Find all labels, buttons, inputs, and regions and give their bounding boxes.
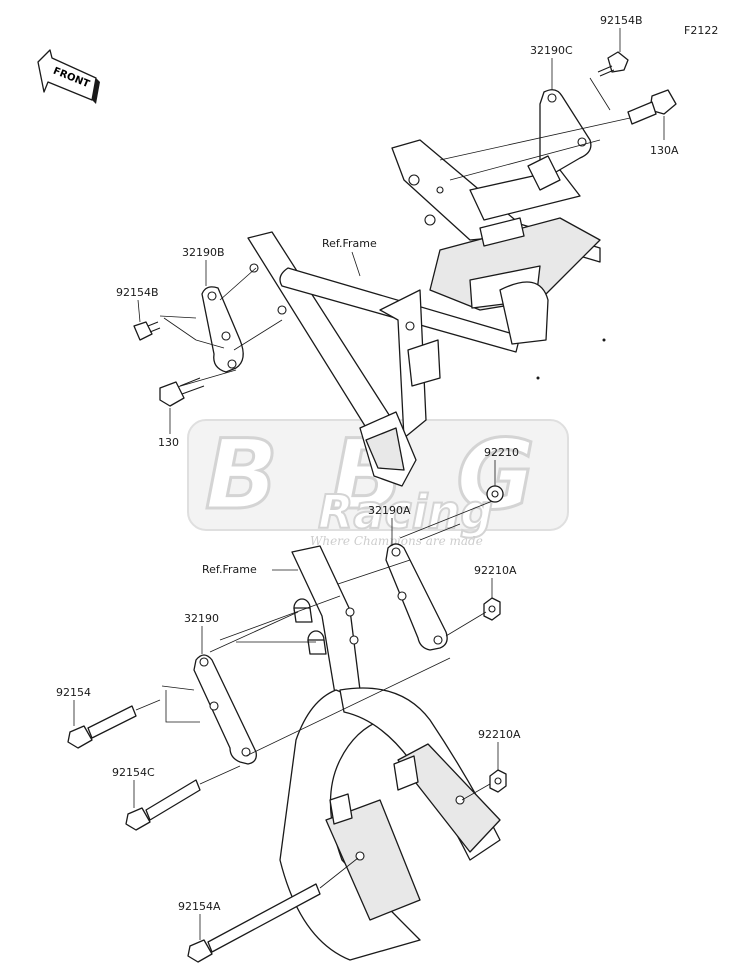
nut-92210A-mid <box>483 597 501 621</box>
figure-code: F2122 <box>684 24 718 37</box>
label-32190C: 32190C <box>530 44 573 57</box>
label-92210A-low: 92210A <box>478 728 521 741</box>
watermark-logo: BBG Racing Where Champions are made <box>187 418 569 548</box>
bolt-130A <box>627 89 677 125</box>
label-92154A: 92154A <box>178 900 221 913</box>
bracket-32190 <box>193 654 257 765</box>
bracket-32190B <box>201 286 244 373</box>
collar-upper <box>293 598 313 623</box>
label-92154C: 92154C <box>112 766 155 779</box>
nut-92210 <box>486 485 504 503</box>
nut-92210A-low <box>489 769 507 793</box>
bolt-92154B-left <box>133 321 161 341</box>
label-92154: 92154 <box>56 686 91 699</box>
label-130: 130 <box>158 436 179 449</box>
bolt-92154B-top <box>597 51 629 77</box>
label-92210: 92210 <box>484 446 519 459</box>
label-130A: 130A <box>650 144 679 157</box>
label-32190A: 32190A <box>368 504 411 517</box>
bolt-92154C <box>125 779 201 831</box>
label-ref-frame-upper: Ref.Frame <box>322 237 377 250</box>
bolt-92154A <box>187 883 321 963</box>
bracket-32190A <box>385 543 448 651</box>
bracket-32190C <box>527 89 592 191</box>
label-32190B: 32190B <box>182 246 225 259</box>
bolt-130 <box>159 377 205 407</box>
label-92154B-left: 92154B <box>116 286 159 299</box>
label-32190: 32190 <box>184 612 219 625</box>
bolt-92154 <box>67 705 137 749</box>
watermark-tagline: Where Champions are made <box>310 534 483 548</box>
label-ref-frame-lower: Ref.Frame <box>202 563 257 576</box>
front-arrow-icon: FRONT <box>37 49 100 104</box>
collar-lower <box>307 630 327 655</box>
label-92210A-mid: 92210A <box>474 564 517 577</box>
watermark-sub: Racing <box>318 485 493 539</box>
label-92154B-top: 92154B <box>600 14 643 27</box>
upper-frame <box>247 139 601 487</box>
part-labels: 92154B 32190C 130A Ref.Frame 32190B 9215… <box>56 14 679 940</box>
